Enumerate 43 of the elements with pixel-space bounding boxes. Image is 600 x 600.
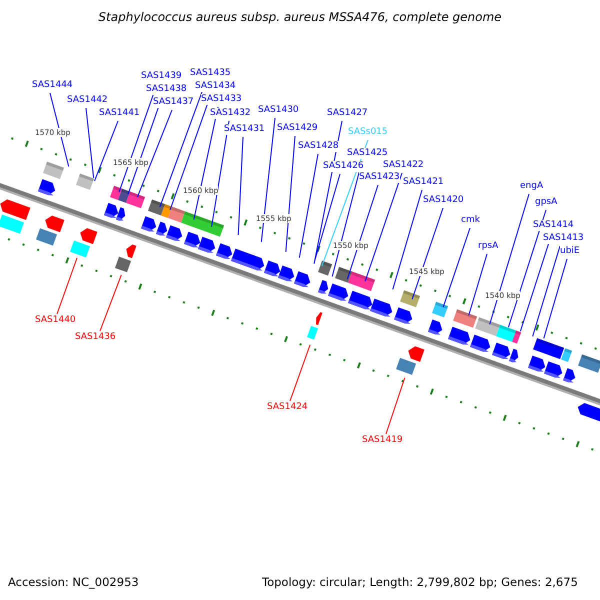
leader-line: [532, 246, 560, 337]
leader-line: [508, 210, 546, 328]
leader-line: [364, 172, 402, 282]
footer-text: Accession: NC_002953: [8, 575, 139, 589]
gene-label: SAS1437: [153, 97, 194, 108]
gene-label: SAS1413: [543, 233, 584, 244]
gene-label: SAS1414: [533, 220, 574, 231]
footer-text: Topology: circular; Length: 2,799,802 bp; Genes: 2,675: [262, 575, 578, 589]
gene-label: SAS1432: [210, 108, 251, 119]
leader-line: [489, 194, 530, 325]
leader-line: [298, 154, 318, 258]
title: Staphylococcus aureus subsp. aureus MSSA476, complete genome: [98, 10, 502, 24]
gene-label: SAS1426: [323, 161, 364, 172]
leader-line: [468, 254, 488, 316]
gene-label: SAS1433: [201, 94, 242, 105]
gene-label: SAS1423: [359, 172, 400, 183]
leader-line: [211, 120, 230, 228]
leader-line: [314, 120, 342, 264]
leader-line: [56, 257, 78, 314]
gene-label: SAS1431: [224, 124, 265, 135]
gene-label: rpsA: [478, 241, 498, 252]
leader-line: [346, 184, 378, 280]
leader-line: [285, 136, 296, 252]
leader-line: [238, 136, 244, 236]
gene-label: SAS1434: [195, 81, 236, 92]
leader-line: [314, 174, 340, 261]
leader-line: [386, 377, 406, 434]
leader-line: [100, 274, 122, 332]
gene-label: gpsA: [535, 197, 558, 208]
leader-line: [290, 344, 311, 402]
gene-label: SAS1425: [347, 148, 388, 159]
leader-line: [260, 118, 276, 242]
leader-line: [412, 208, 444, 300]
leader-line: [543, 258, 568, 339]
leader-line: [86, 108, 94, 178]
leader-line: [50, 92, 70, 168]
gene-label: engA: [520, 181, 544, 192]
leader-line: [392, 190, 422, 290]
gene-label: SAS1428: [298, 141, 339, 152]
leader-line: [94, 120, 118, 182]
leader-line: [136, 110, 172, 198]
leader-line: [442, 228, 470, 308]
gene-label: SAS1438: [146, 84, 187, 95]
